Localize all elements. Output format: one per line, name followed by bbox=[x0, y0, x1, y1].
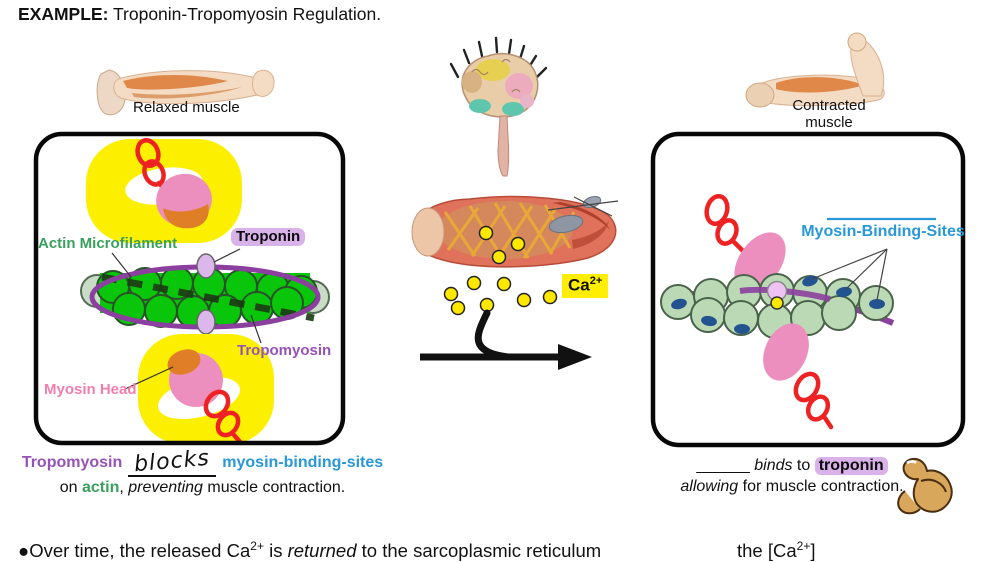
bottom-note-returned: returned bbox=[287, 540, 357, 562]
caption-word-binds: binds bbox=[754, 457, 793, 474]
muscle-fiber-illustration bbox=[411, 195, 619, 268]
caption-word-tropomyosin: Tropomyosin bbox=[21, 454, 123, 471]
fill-in-blank-blocks: blocks bbox=[128, 445, 217, 478]
caption-rest: muscle contraction. bbox=[202, 479, 346, 496]
troponin-top bbox=[196, 253, 216, 279]
page-title-example: EXAMPLE: bbox=[18, 4, 109, 24]
handwritten-answer: blocks bbox=[133, 445, 212, 478]
contracted-arm-illustration bbox=[745, 32, 885, 108]
brain-illustration bbox=[449, 36, 548, 177]
bottom-frag-post: ] bbox=[810, 540, 816, 562]
myosin-binding-sites-label: Myosin-Binding-Sites bbox=[801, 223, 965, 240]
bottom-frag-pre: the [Ca bbox=[737, 540, 797, 562]
contracted-muscle-caption: Contracted muscle bbox=[786, 97, 872, 131]
tropomyosin-label: Tropomyosin bbox=[237, 342, 332, 359]
myosin-head-label: Myosin Head bbox=[44, 381, 137, 398]
contracted-muscle-caption-line1: Contracted bbox=[792, 97, 866, 114]
relaxed-caption-line1: Tropomyosin blocks myosin-binding-sites bbox=[10, 445, 395, 478]
troponin-bottom bbox=[196, 309, 216, 335]
bottom-note-mid: is bbox=[263, 540, 288, 562]
caption-blank: ______ bbox=[696, 457, 755, 474]
bottom-note-post: to the sarcoplasmic reticulum bbox=[356, 540, 602, 562]
flexed-bicep-icon bbox=[897, 457, 953, 515]
caption-word-binding-sites: myosin-binding-sites bbox=[222, 454, 384, 471]
caption-rest-right: for muscle contraction. bbox=[738, 478, 904, 495]
bottom-note: ●Over time, the released Ca2+ is returne… bbox=[18, 539, 601, 562]
myosin-tail-bottom-right bbox=[793, 371, 834, 430]
bound-calcium-dot bbox=[770, 296, 784, 310]
brain-activity-dashes bbox=[449, 36, 548, 79]
calcium-label-sup: 2+ bbox=[589, 275, 603, 287]
relaxed-state-diagram bbox=[33, 131, 346, 446]
page-title: EXAMPLE: Troponin-Tropomyosin Regulation… bbox=[18, 4, 381, 25]
exposed-binding-sites bbox=[671, 275, 885, 334]
contracted-muscle-caption-line2: muscle bbox=[805, 114, 853, 131]
calcium-label: Ca2+ bbox=[562, 274, 609, 298]
relaxed-caption: Tropomyosin blocks myosin-binding-sites on… bbox=[10, 445, 395, 498]
myosin-head-bottom-right bbox=[763, 323, 809, 381]
contracted-caption-line1: ______ binds to troponin bbox=[668, 455, 916, 476]
caption-word-actin: actin bbox=[82, 479, 120, 496]
relaxed-muscle-caption: Relaxed muscle bbox=[133, 99, 240, 116]
contracted-caption-line2: allowing for muscle contraction. bbox=[668, 476, 916, 497]
contracted-state-diagram bbox=[650, 131, 966, 448]
caption-word-troponin: troponin bbox=[814, 457, 888, 475]
caption-comma: , bbox=[119, 479, 129, 496]
caption-word-to: to bbox=[792, 457, 815, 474]
reaction-arrow bbox=[420, 309, 592, 370]
binding-site-pointer-lines bbox=[811, 248, 888, 301]
calcium-ion-dots bbox=[443, 225, 558, 316]
bottom-note-sup1: 2+ bbox=[250, 539, 264, 553]
actin-microfilament-label: Actin Microfilament bbox=[38, 235, 178, 252]
bullet: ● bbox=[18, 540, 30, 562]
bottom-note-pre: Over time, the released Ca bbox=[29, 540, 251, 562]
relaxed-arm-illustration bbox=[96, 69, 275, 116]
relaxed-box-border bbox=[33, 131, 346, 446]
calcium-label-text: Ca bbox=[568, 275, 590, 295]
caption-word-allowing: allowing bbox=[680, 478, 739, 495]
caption-word-on: on bbox=[59, 479, 82, 496]
page-title-rest: Troponin-Tropomyosin Regulation. bbox=[108, 4, 382, 24]
contracted-caption: ______ binds to troponin allowing for mu… bbox=[668, 455, 916, 497]
bottom-fragment: the [Ca2+] bbox=[737, 539, 815, 562]
relaxed-caption-line2: on actin, preventing muscle contraction. bbox=[10, 477, 395, 498]
caption-word-preventing: preventing bbox=[128, 479, 203, 496]
troponin-label: Troponin bbox=[231, 228, 306, 246]
myosin-tail-top-right bbox=[704, 193, 745, 253]
label-connector-lines bbox=[111, 248, 262, 390]
contracted-box-border bbox=[650, 131, 966, 448]
bottom-frag-sup: 2+ bbox=[796, 539, 811, 553]
